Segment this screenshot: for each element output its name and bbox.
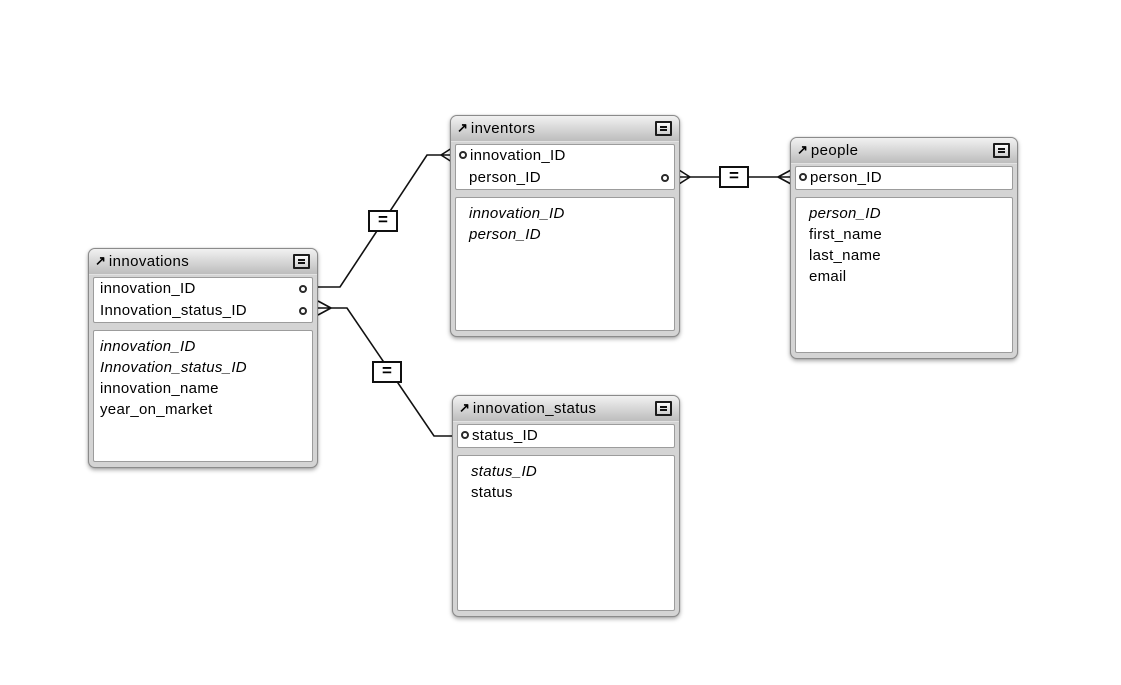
field-row[interactable]: innovation_name (94, 378, 312, 399)
match-fields-panel: innovation_ID person_ID (455, 144, 675, 190)
collapse-button[interactable] (993, 143, 1010, 158)
field-name: year_on_market (100, 401, 213, 418)
field-list-panel: innovation_ID Innovation_status_ID innov… (93, 330, 313, 462)
field-name: status (471, 484, 513, 501)
field-row[interactable]: email (796, 266, 1012, 287)
relationship-operator-box[interactable]: = (372, 361, 402, 383)
field-row[interactable]: innovation_ID (94, 336, 312, 357)
field-name: innovation_ID (100, 338, 196, 355)
collapse-button[interactable] (655, 121, 672, 136)
field-row[interactable]: status_ID (458, 461, 674, 482)
table-title: innovations (108, 253, 190, 270)
field-list-panel: person_ID first_name last_name email (795, 197, 1013, 353)
table-innovations[interactable]: ↗ innovations innovation_ID Innovation_s… (88, 248, 318, 468)
table-title: inventors (470, 120, 536, 137)
table-header[interactable]: ↗ people (791, 138, 1017, 164)
goto-related-arrow-icon: ↗ (459, 400, 470, 415)
goto-related-arrow-icon: ↗ (95, 253, 106, 268)
field-row[interactable]: year_on_market (94, 399, 312, 420)
table-inventors[interactable]: ↗ inventors innovation_ID person_ID inno… (450, 115, 680, 337)
field-name: last_name (809, 247, 881, 264)
field-name: innovation_ID (470, 147, 566, 164)
goto-related-arrow-icon: ↗ (457, 120, 468, 135)
table-body: status_ID status_ID status (453, 422, 679, 616)
field-row[interactable]: person_ID (456, 224, 674, 245)
field-row[interactable]: status (458, 482, 674, 503)
field-name: person_ID (469, 226, 541, 243)
field-row[interactable]: last_name (796, 245, 1012, 266)
connector-dot-icon (459, 151, 467, 159)
table-header[interactable]: ↗ inventors (451, 116, 679, 142)
connector-dot-icon (799, 173, 807, 181)
collapse-button[interactable] (655, 401, 672, 416)
match-field-row[interactable]: innovation_ID (456, 145, 674, 167)
table-header[interactable]: ↗ innovations (89, 249, 317, 275)
match-field-row[interactable]: person_ID (456, 167, 674, 189)
field-name: innovation_ID (100, 280, 196, 297)
table-people[interactable]: ↗ people person_ID person_ID first_name … (790, 137, 1018, 359)
match-field-row[interactable]: innovation_ID (94, 278, 312, 300)
collapse-button[interactable] (293, 254, 310, 269)
field-row[interactable]: innovation_ID (456, 203, 674, 224)
connector-dot-icon (299, 307, 307, 315)
collapse-icon (298, 259, 305, 264)
table-body: innovation_ID person_ID innovation_ID pe… (451, 142, 679, 336)
collapse-icon (998, 148, 1005, 153)
field-name: person_ID (469, 169, 541, 186)
field-row[interactable]: person_ID (796, 203, 1012, 224)
relationship-operator-box[interactable]: = (368, 210, 398, 232)
field-name: person_ID (810, 169, 882, 186)
table-header[interactable]: ↗ innovation_status (453, 396, 679, 422)
table-body: person_ID person_ID first_name last_name… (791, 164, 1017, 358)
goto-related-arrow-icon: ↗ (797, 142, 808, 157)
field-name: status_ID (471, 463, 538, 480)
match-fields-panel: status_ID (457, 424, 675, 448)
connector-dot-icon (661, 174, 669, 182)
field-name: Innovation_status_ID (100, 302, 247, 319)
match-field-row[interactable]: status_ID (458, 425, 674, 447)
collapse-icon (660, 406, 667, 411)
field-name: person_ID (809, 205, 881, 222)
field-name: Innovation_status_ID (100, 359, 247, 376)
field-name: email (809, 268, 847, 285)
relationship-operator-box[interactable]: = (719, 166, 749, 188)
table-innovation-status[interactable]: ↗ innovation_status status_ID status_ID … (452, 395, 680, 617)
connector-dot-icon (461, 431, 469, 439)
connector-dot-icon (299, 285, 307, 293)
match-field-row[interactable]: person_ID (796, 167, 1012, 189)
field-row[interactable]: Innovation_status_ID (94, 357, 312, 378)
field-row[interactable]: first_name (796, 224, 1012, 245)
field-name: innovation_name (100, 380, 219, 397)
table-body: innovation_ID Innovation_status_ID innov… (89, 275, 317, 467)
field-list-panel: status_ID status (457, 455, 675, 611)
table-title: people (810, 142, 859, 159)
field-name: innovation_ID (469, 205, 565, 222)
field-name: first_name (809, 226, 883, 243)
match-field-row[interactable]: Innovation_status_ID (94, 300, 312, 322)
field-name: status_ID (472, 427, 539, 444)
match-fields-panel: person_ID (795, 166, 1013, 190)
match-fields-panel: innovation_ID Innovation_status_ID (93, 277, 313, 323)
table-title: innovation_status (472, 400, 597, 417)
field-list-panel: innovation_ID person_ID (455, 197, 675, 331)
collapse-icon (660, 126, 667, 131)
